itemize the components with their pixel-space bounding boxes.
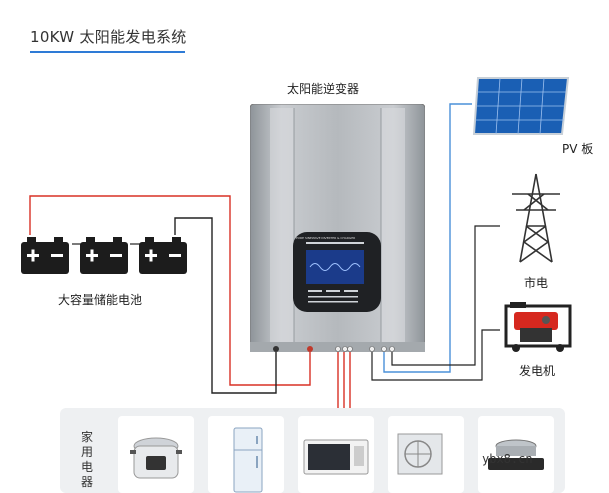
appliance-card-rice-cooker <box>118 416 194 493</box>
grid-wire <box>391 225 500 366</box>
air-conditioner-icon <box>397 433 443 475</box>
grid-label: 市电 <box>524 276 549 290</box>
battery-label: 大容量储能电池 <box>58 293 143 307</box>
pv-panel-icon <box>472 77 570 135</box>
pv-label: PV 板 <box>562 142 594 156</box>
battery-positive-wire <box>29 195 311 386</box>
battery-icon-2 <box>80 237 128 274</box>
rice-cooker-icon <box>130 437 182 479</box>
generator-icon <box>504 302 572 352</box>
refrigerator-icon <box>233 427 263 493</box>
inverter-unit <box>250 104 425 352</box>
battery-negative-wire <box>174 217 277 394</box>
generator-wire <box>371 329 500 381</box>
battery-icon-1 <box>21 237 69 274</box>
induction-cooker-icon <box>488 439 544 470</box>
inverter-label: 太阳能逆变器 <box>287 82 360 96</box>
power-tower-icon <box>512 173 560 263</box>
microwave-icon <box>303 439 369 475</box>
battery-icon-3 <box>139 237 187 274</box>
title-underline <box>30 51 185 53</box>
appliances-label: 家用电器 <box>80 430 93 489</box>
page-title: 10KW 太阳能发电系统 <box>30 28 187 46</box>
appliance-card-microwave <box>298 416 374 493</box>
generator-label: 发电机 <box>519 364 556 378</box>
watermark-text: ybx8.cn <box>482 452 533 466</box>
appliance-card-air-conditioner <box>388 416 464 493</box>
appliance-card-refrigerator <box>208 416 284 493</box>
pv-wire <box>383 103 472 373</box>
appliance-card-induction-cooker <box>478 416 554 493</box>
inverter-panel-text: PURE SINEWAVE INVERTER & CHARGER <box>296 236 356 240</box>
